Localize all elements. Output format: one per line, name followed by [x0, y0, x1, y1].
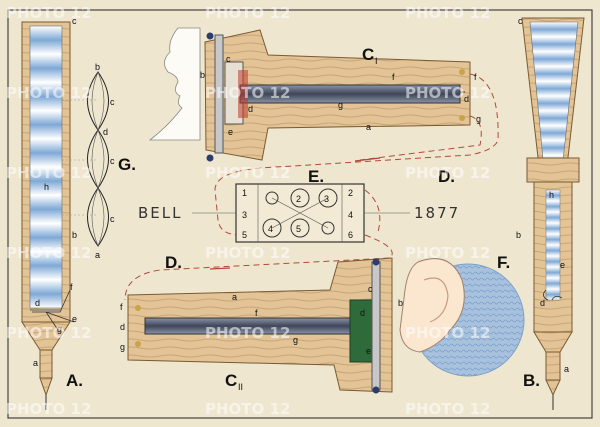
- letter-d-c1: d: [248, 104, 253, 114]
- ear: [399, 258, 465, 353]
- watermark-grid: PHOTO 12 PHOTO 12 PHOTO 12 PHOTO 12 PHOT…: [6, 4, 490, 418]
- switch-num-4: 4: [348, 210, 353, 220]
- switch-circle-5: 5: [296, 224, 301, 234]
- panel-b-horn: [521, 17, 585, 410]
- watermark: PHOTO 12: [205, 164, 290, 182]
- letter-d-c2: d: [360, 308, 365, 318]
- panel-g-waves: [62, 71, 109, 247]
- switch-num-3: 3: [242, 210, 247, 220]
- heading-bell: BELL: [138, 204, 182, 222]
- letter-g-c1: g: [338, 100, 343, 110]
- watermark: PHOTO 12: [6, 324, 91, 342]
- watermark: PHOTO 12: [405, 244, 490, 262]
- letter-f-c1r: f: [474, 72, 477, 82]
- panel-a-tube: [21, 21, 75, 410]
- letter-b-b: b: [516, 230, 521, 240]
- letter-d-b: d: [540, 298, 545, 308]
- label-panel-a: A.: [66, 371, 83, 390]
- letter-e-c2: e: [366, 346, 371, 356]
- switch-num-1: 1: [242, 188, 247, 198]
- letter-d-g: d: [103, 127, 108, 137]
- letter-b-c1: b: [200, 70, 205, 80]
- letter-d-c1r: d: [464, 94, 469, 104]
- watermark: PHOTO 12: [205, 400, 290, 418]
- label-panel-b: B.: [523, 371, 540, 390]
- letter-g-c2l: g: [120, 342, 125, 352]
- letter-c-c1: c: [226, 54, 231, 64]
- letter-a-c2: a: [232, 292, 237, 302]
- letter-h-b: h: [549, 190, 554, 200]
- letter-g-a: g: [57, 324, 62, 334]
- watermark: PHOTO 12: [6, 164, 91, 182]
- letter-f-c1: f: [392, 72, 395, 82]
- switch-num-6: 6: [348, 230, 353, 240]
- switch-circle-4: 4: [268, 224, 273, 234]
- watermark: PHOTO 12: [6, 4, 91, 22]
- watermark: PHOTO 12: [405, 164, 490, 182]
- letter-c-b: c: [518, 16, 523, 26]
- watermark: PHOTO 12: [405, 84, 490, 102]
- letter-d-a: d: [35, 298, 40, 308]
- panel-e-switchboard: [235, 183, 365, 243]
- label-panel-c2-sub: II: [238, 382, 243, 392]
- letter-e-a: e: [72, 314, 77, 324]
- letter-c-g2: c: [110, 156, 115, 166]
- panel-c2-receiver: [127, 257, 393, 394]
- watermark: PHOTO 12: [205, 324, 290, 342]
- label-panel-g: G.: [118, 155, 136, 174]
- switch-circle-2: 2: [296, 194, 301, 204]
- letter-c-g3: c: [110, 214, 115, 224]
- switch-num-2: 2: [348, 188, 353, 198]
- letter-c-g1: c: [110, 97, 115, 107]
- letter-a-g: a: [95, 250, 100, 260]
- label-panel-d-top: D.: [438, 167, 455, 186]
- label-panel-c2: C: [225, 371, 237, 390]
- letter-e-c1: e: [228, 127, 233, 137]
- letter-f-c2: f: [255, 308, 258, 318]
- label-panel-d-left: D.: [165, 253, 182, 272]
- panel-c1-transmitter: [204, 29, 471, 162]
- arrow-top: [354, 157, 381, 162]
- switch-num-5: 5: [242, 230, 247, 240]
- letter-b-a: b: [72, 230, 77, 240]
- letter-c-a: c: [72, 16, 77, 26]
- watermark: PHOTO 12: [405, 4, 490, 22]
- letter-a-b: a: [564, 364, 569, 374]
- letter-b-c2: b: [398, 298, 403, 308]
- letter-g-c2: g: [293, 335, 298, 345]
- watermark: PHOTO 12: [6, 84, 91, 102]
- label-panel-c1-sub: I: [375, 56, 378, 66]
- label-panel-e: E.: [308, 167, 324, 186]
- letter-c-c2: c: [368, 284, 373, 294]
- letter-a-c1: a: [366, 122, 371, 132]
- switch-circle-3: 3: [324, 194, 329, 204]
- letter-d-c2l: d: [120, 322, 125, 332]
- letter-f-a: f: [70, 282, 73, 292]
- watermark: PHOTO 12: [6, 400, 91, 418]
- watermark: PHOTO 12: [405, 400, 490, 418]
- letter-f-c2l: f: [120, 302, 123, 312]
- letter-h-a: h: [44, 182, 49, 192]
- arrow-bottom: [209, 267, 231, 270]
- watermark: PHOTO 12: [405, 324, 490, 342]
- watermark: PHOTO 12: [205, 84, 290, 102]
- watermark: PHOTO 12: [205, 244, 290, 262]
- watermark: PHOTO 12: [6, 244, 91, 262]
- letter-g-c1r: g: [476, 114, 481, 124]
- letter-a-a: a: [33, 358, 38, 368]
- letter-e-b: e: [560, 260, 565, 270]
- face-profile: [148, 27, 201, 141]
- heading-year: 1877: [414, 204, 460, 222]
- label-panel-f: F.: [497, 253, 510, 272]
- letter-b-g: b: [95, 62, 100, 72]
- frame-border: [7, 9, 593, 419]
- watermark: PHOTO 12: [205, 4, 290, 22]
- label-panel-c1: C: [362, 45, 374, 64]
